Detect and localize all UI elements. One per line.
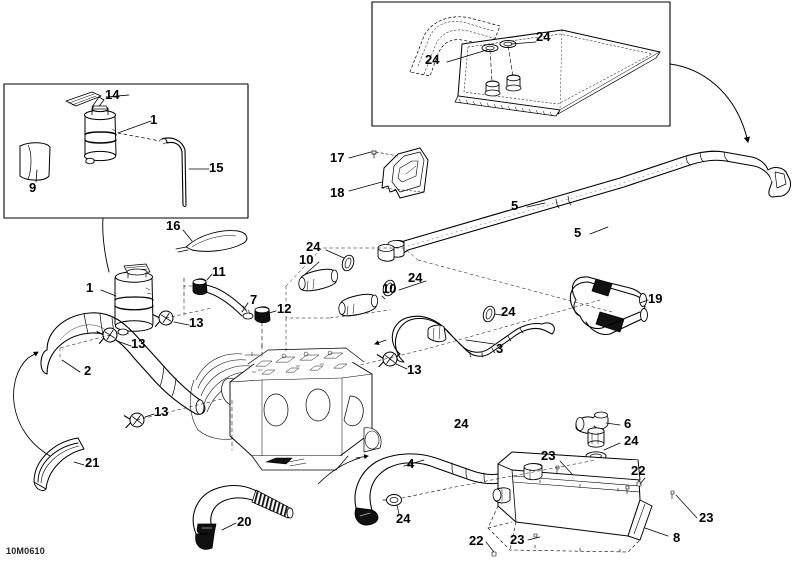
callout-19: 19 <box>648 291 663 306</box>
callout-9: 9 <box>29 180 37 195</box>
callout-13-a: 13 <box>189 315 204 330</box>
callout-24-c: 24 <box>306 239 321 254</box>
callout-3: 3 <box>496 341 504 356</box>
callout-11: 11 <box>212 264 226 279</box>
callout-13-d: 13 <box>154 404 169 419</box>
callout-24-inset-b: 24 <box>536 29 551 44</box>
callout-24-d: 24 <box>408 270 423 285</box>
callout-10-a: 10 <box>299 252 314 267</box>
figure-code: 10M0610 <box>6 546 45 556</box>
callout-21: 21 <box>85 455 100 470</box>
part-8-radiator-tank <box>485 451 698 557</box>
part-18-support-bracket <box>348 147 429 199</box>
callout-23-b: 23 <box>699 510 714 525</box>
inset-exchanger-contents <box>409 16 661 117</box>
part-1-reservoir-main <box>100 217 154 336</box>
callout-24-h: 24 <box>396 511 411 526</box>
callout-7: 7 <box>250 292 258 307</box>
callout-13-b: 13 <box>131 336 146 351</box>
callout-15: 15 <box>209 160 224 175</box>
callout-23-a: 23 <box>541 448 556 463</box>
callout-6: 6 <box>624 416 632 431</box>
callout-16: 16 <box>166 218 181 233</box>
callout-22-b: 22 <box>469 533 484 548</box>
part-21-hose-protector <box>13 351 85 491</box>
part-16-spring-clip <box>175 229 248 253</box>
part-3-return-hose <box>374 305 555 363</box>
part-4-lower-hose <box>317 453 517 526</box>
callout-1-inset: 1 <box>150 112 158 127</box>
callout-20: 20 <box>237 514 252 529</box>
callout-24-e: 24 <box>501 304 516 319</box>
callout-14: 14 <box>105 87 120 102</box>
part-10-hose-sections <box>285 247 427 319</box>
callout-10-b: 10 <box>382 281 397 296</box>
part-19-bypass-hose <box>569 276 649 335</box>
engine-block <box>189 344 382 471</box>
callout-13-c: 13 <box>407 362 422 377</box>
callout-17: 17 <box>330 150 345 165</box>
callout-18: 18 <box>330 185 345 200</box>
callout-4: 4 <box>407 456 415 471</box>
callout-5-b: 5 <box>574 225 582 240</box>
callout-22-a: 22 <box>631 463 646 478</box>
inset-reservoir-contents <box>19 91 210 207</box>
callout-1-main: 1 <box>86 280 94 295</box>
callout-24-g: 24 <box>624 433 639 448</box>
callout-2: 2 <box>84 363 92 378</box>
callout-24-f: 24 <box>454 416 469 431</box>
part-7-small-hose <box>183 273 277 349</box>
callout-24-inset-a: 24 <box>425 52 440 67</box>
part-5-cooling-tube <box>377 150 792 262</box>
part-20-breather-hose <box>192 484 294 550</box>
callout-5-a: 5 <box>511 198 519 213</box>
callout-12: 12 <box>277 301 292 316</box>
callout-23-c: 23 <box>510 532 525 547</box>
callout-8: 8 <box>673 530 681 545</box>
